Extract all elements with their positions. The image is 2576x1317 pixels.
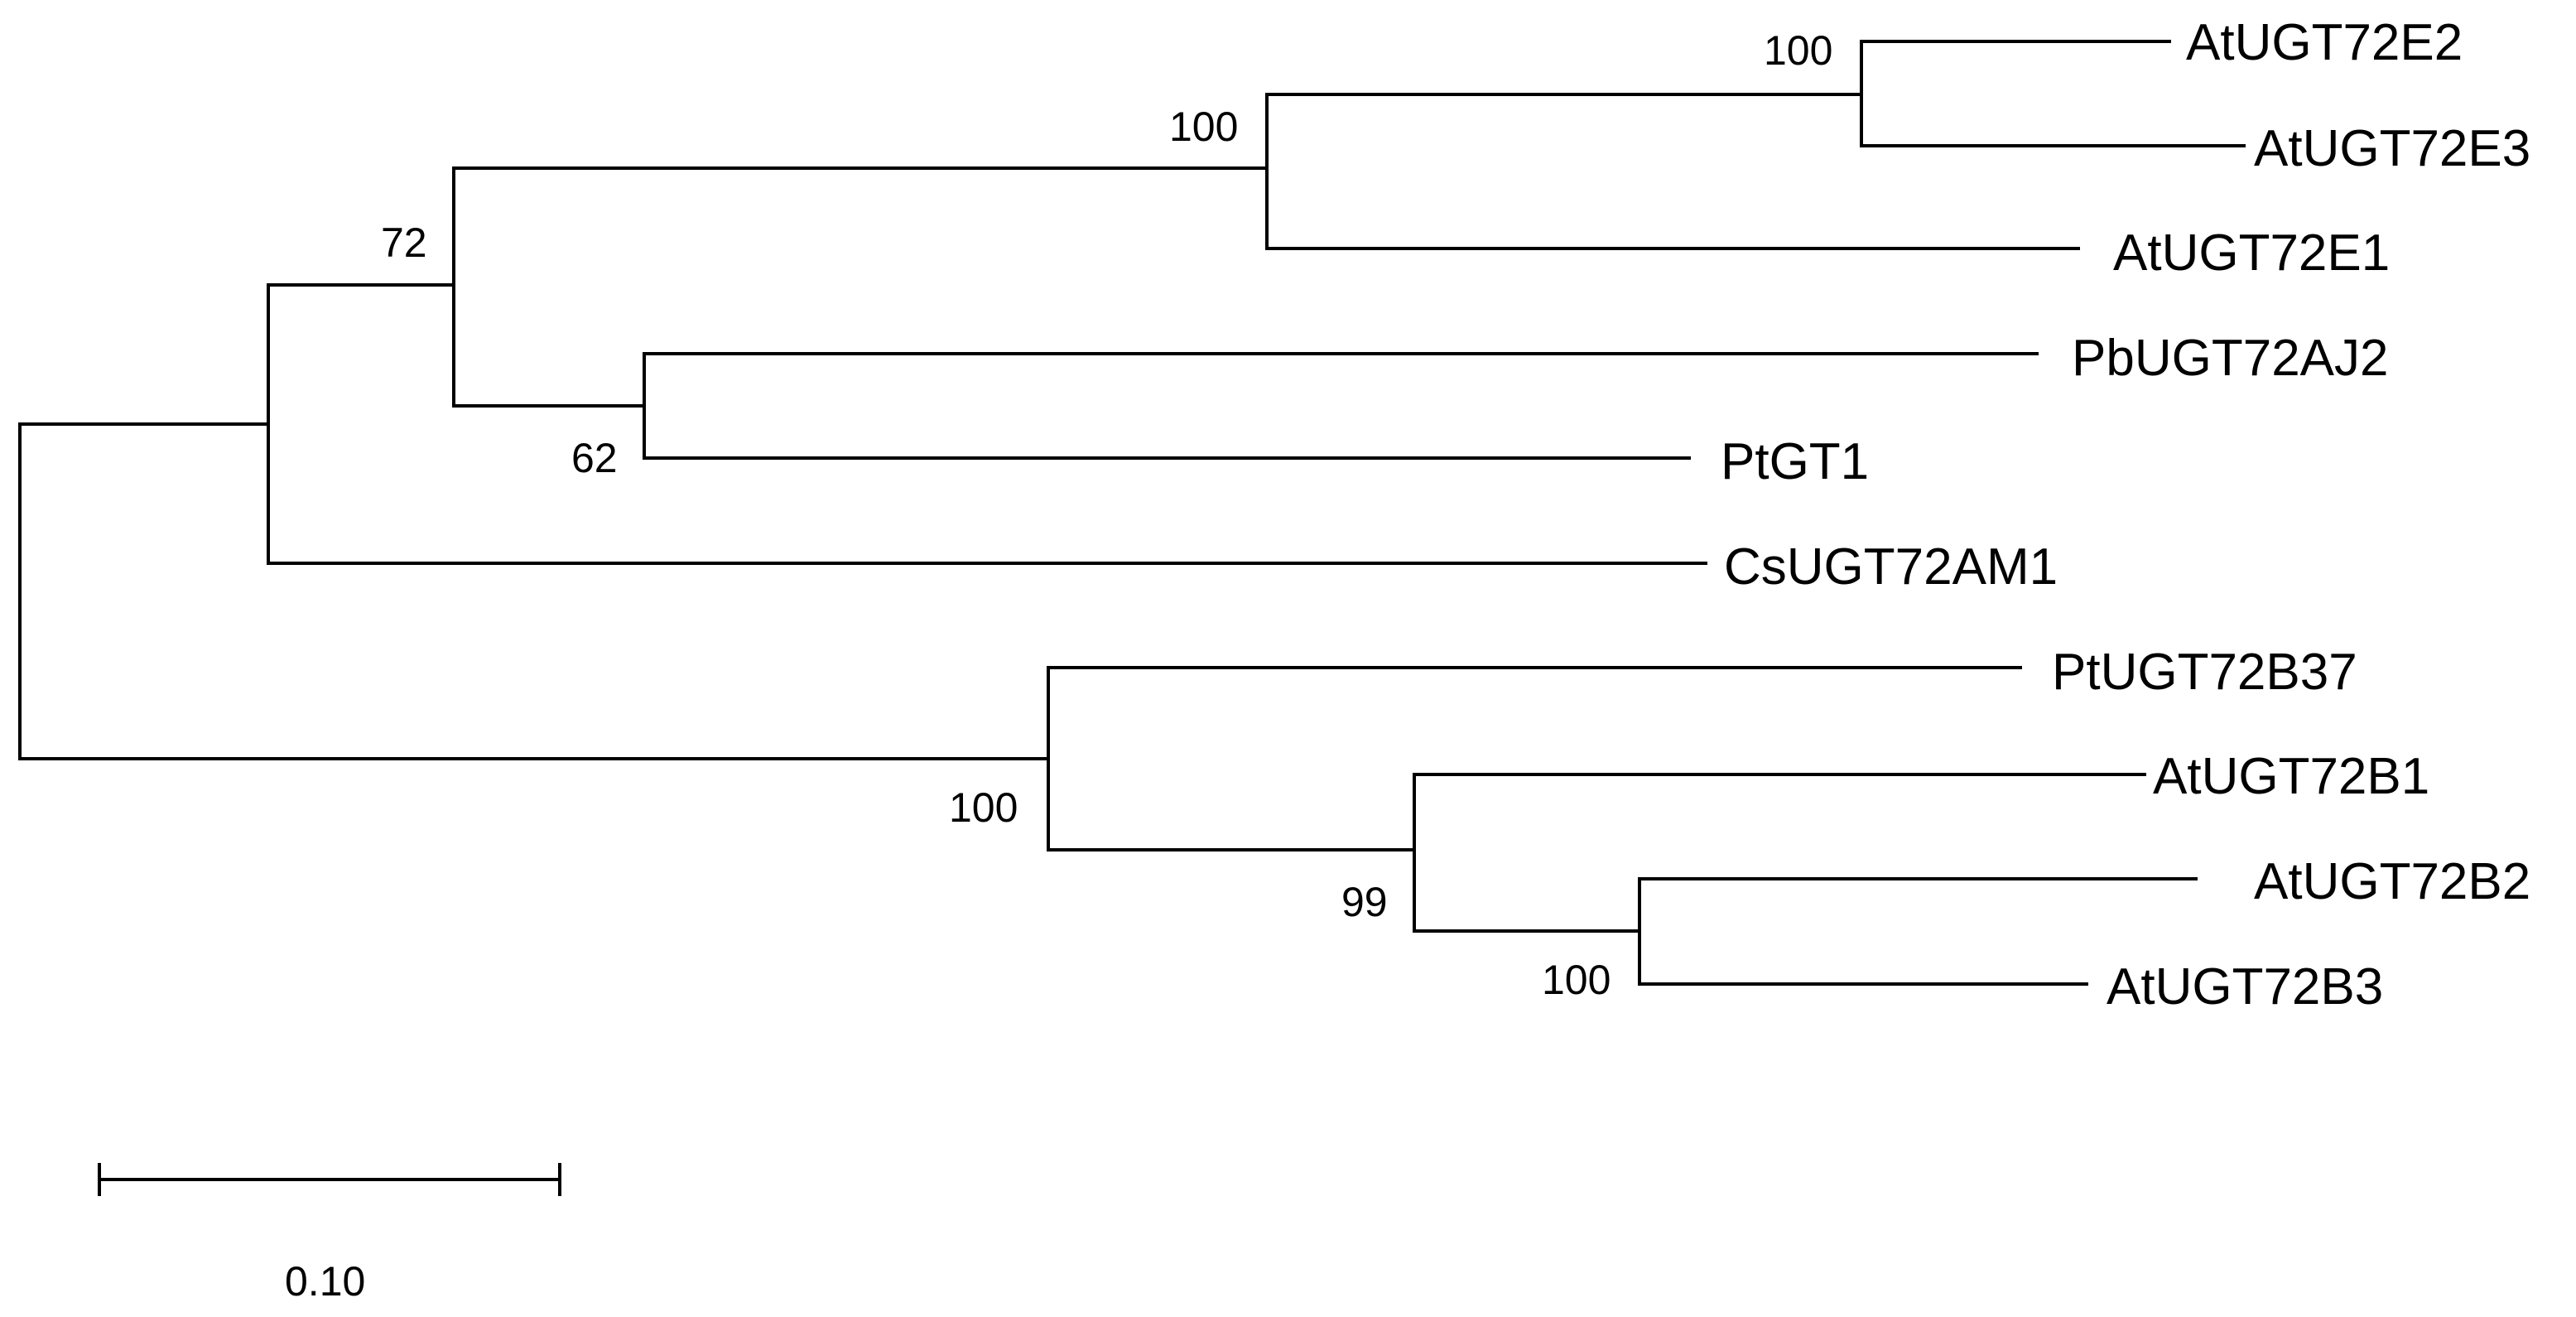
support-value-b-clade: 100	[949, 784, 1018, 831]
taxon-label-atugt72b2: AtUGT72B2	[2254, 853, 2530, 910]
taxon-label-atugt72b3: AtUGT72B3	[2107, 958, 2383, 1015]
support-value-node-62: 62	[571, 435, 618, 481]
taxon-label-atugt72b1: AtUGT72B1	[2153, 748, 2429, 805]
taxon-label-atugt72e3: AtUGT72E3	[2254, 120, 2530, 177]
scale-bar: 0.10	[98, 1163, 561, 1305]
support-value-node-72: 72	[381, 220, 427, 266]
branch-node-100-E	[1265, 93, 2080, 250]
taxon-labels: AtUGT72E2 AtUGT72E3 AtUGT72E1 PbUGT72AJ2…	[1721, 14, 2530, 1015]
taxon-label-atugt72e2: AtUGT72E2	[2186, 14, 2463, 71]
support-value-e2-e3: 100	[1764, 27, 1832, 74]
branch-node-99	[1413, 773, 2146, 933]
branch-node-72	[452, 166, 1269, 408]
branch-upper-clade	[267, 283, 1707, 565]
support-values: 100 100 72 62 100 99 100	[381, 27, 1832, 1003]
taxon-label-ptgt1: PtGT1	[1721, 433, 1869, 490]
branch-node-62	[643, 352, 2039, 460]
scale-bar-label: 0.10	[285, 1258, 365, 1305]
taxon-label-atugt72e1: AtUGT72E1	[2113, 224, 2390, 282]
support-value-node-99: 99	[1341, 879, 1388, 925]
taxon-label-csugt72am1: CsUGT72AM1	[1724, 538, 2058, 596]
scale-bar-line	[98, 1163, 561, 1196]
branch-node-100-B2B3	[1638, 877, 2198, 986]
support-value-e-clade: 100	[1169, 104, 1238, 150]
branch-node-100-B	[1047, 666, 2022, 851]
taxon-label-pbugt72aj2: PbUGT72AJ2	[2072, 330, 2389, 387]
support-value-b2-b3: 100	[1542, 957, 1611, 1003]
taxon-label-ptugt72b37: PtUGT72B37	[2052, 644, 2357, 701]
branch-root	[18, 422, 1050, 760]
tree-branches	[18, 40, 2246, 986]
branch-node-100-E2E3	[1860, 40, 2246, 147]
